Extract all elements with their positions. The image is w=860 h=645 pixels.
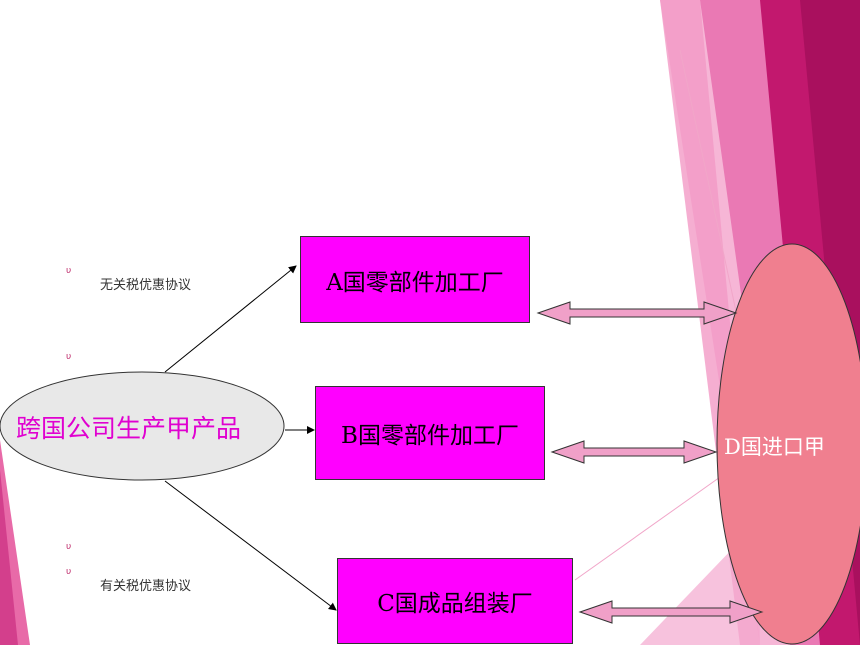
bullet-marker: υ [66,542,72,552]
double-arrow-b [550,440,718,464]
bullet-marker: υ [66,352,72,362]
factory-a-label: A国零部件加工厂 [326,269,504,296]
double-arrow-a [536,301,738,325]
company-label: 跨国公司生产甲产品 [16,414,242,443]
importer-ellipse [716,243,860,645]
tariff-agreement-note: 有关税优惠协议 [100,579,192,594]
company-ellipse [0,371,285,481]
arrow-to-factory-a [164,265,297,373]
factory-b-label: B国零部件加工厂 [341,423,519,449]
no-tariff-agreement-note: 无关税优惠协议 [100,278,192,293]
bullet-marker: υ [66,266,72,276]
arrow-to-factory-c [164,480,337,611]
factory-a-box: A国零部件加工厂 [300,236,530,323]
importer-label: D国进口甲 [724,435,825,459]
factory-c-label: C国成品组装厂 [377,591,533,617]
factory-b-box: B国零部件加工厂 [315,386,545,480]
factory-c-box: C国成品组装厂 [337,558,573,644]
double-arrow-c [578,600,764,624]
bullet-marker: υ [66,567,72,577]
